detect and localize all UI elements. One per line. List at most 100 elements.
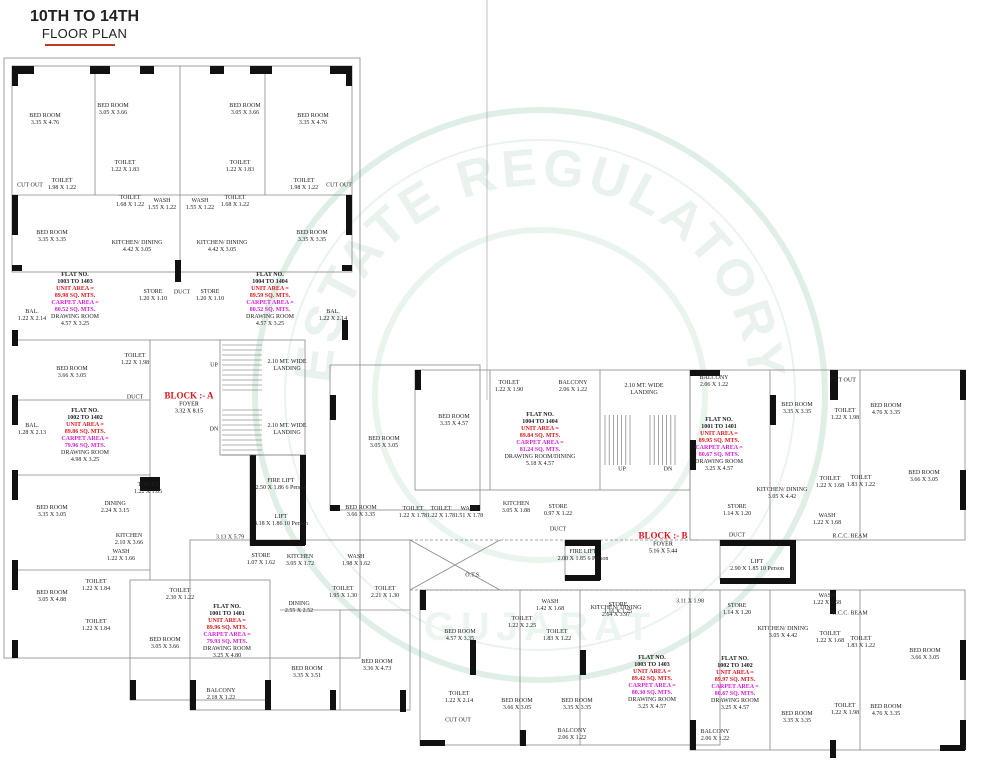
room-size: 1.95 X 1.30 — [328, 593, 358, 599]
room-name: KITCHEN — [115, 533, 143, 539]
room-name: BED ROOM — [870, 704, 902, 710]
room-label: DUCT — [550, 527, 566, 534]
unit-area-value: 89.95 SQ. MTS. — [698, 438, 740, 444]
unit-area-label: UNIT AREA = — [716, 670, 754, 676]
flat-number-label: FLAT NO. — [526, 412, 554, 418]
flat-number-label: FLAT NO. — [256, 272, 284, 278]
room-size: 1.22 X 1.68 — [812, 600, 842, 606]
room-size: 3.35 X 3.35 — [782, 718, 812, 724]
room-name: R.C.C. BEAM — [832, 533, 868, 540]
room-name: TOILET — [511, 616, 533, 622]
room-label: DUCT — [729, 533, 745, 540]
flat-number-range: 1001 TO 1401 — [701, 424, 737, 430]
room-name: TOILET — [114, 160, 136, 166]
room-name: BED ROOM — [149, 637, 181, 643]
flat-number-label: FLAT NO. — [705, 417, 733, 423]
room-name: BALCONY — [700, 729, 730, 735]
room-size: 1.83 X 1.22 — [846, 643, 876, 649]
flat-number-range: 1002 TO 1402 — [717, 663, 753, 669]
room-name: TOILET — [448, 691, 470, 697]
room-size: 2.10 X 3.66 — [114, 540, 144, 546]
room-name: R.C.C. BEAM — [832, 610, 868, 617]
drawing-room-label: DRAWING ROOM — [710, 698, 760, 704]
room-size: 3.05 X 3.66 — [150, 644, 180, 650]
landing-name: LANDING — [273, 366, 301, 372]
room-label: DUCT — [127, 395, 143, 402]
room-name: CUT OUT — [445, 717, 471, 724]
room-name: DINING — [288, 601, 310, 607]
carpet-area-value: 80.52 SQ. MTS. — [54, 307, 96, 313]
landing-width: 2.10 MT. WIDE — [624, 383, 664, 389]
flat-number-label: FLAT NO. — [61, 272, 89, 278]
room-name: BED ROOM — [297, 113, 329, 119]
stair-direction: UP — [618, 467, 626, 474]
room-name: WASH — [153, 198, 171, 204]
room-name: BALCONY — [558, 380, 588, 386]
floor-plan-title: 10TH TO 14TH FLOOR PLAN — [30, 8, 139, 42]
room-name: CUT OUT — [326, 182, 352, 189]
room-name: BED ROOM — [361, 659, 393, 665]
room-size: 4.42 X 3.05 — [122, 247, 152, 253]
unit-area-value: 89.42 SQ. MTS. — [631, 676, 673, 682]
carpet-area-value: 80.52 SQ. MTS. — [249, 307, 291, 313]
flat-number-label: FLAT NO. — [721, 656, 749, 662]
stair-direction: DN — [210, 427, 219, 434]
block-name: BLOCK :- B — [638, 530, 688, 541]
room-size: 1.22 X 2.25 — [507, 623, 537, 629]
room-size: 2.00 X 1.85 6 Person — [557, 556, 609, 562]
room-name: BED ROOM — [36, 230, 68, 236]
room-name: TOILET — [850, 636, 872, 642]
room-name: BED ROOM — [229, 103, 261, 109]
room-size: 2.24 X 3.15 — [100, 508, 130, 514]
unit-area-value: 89.59 SQ. MTS. — [249, 293, 291, 299]
block-name: BLOCK :- A — [164, 390, 214, 401]
room-name: DUCT — [126, 394, 144, 401]
room-size: 1.16 X 1.75 — [603, 609, 633, 615]
unit-area-label: UNIT AREA = — [700, 431, 738, 437]
room-size: 3.66 X 3.35 — [346, 512, 376, 518]
flat-number-label: FLAT NO. — [213, 604, 241, 610]
room-name: BED ROOM — [438, 414, 470, 420]
room-name: O.T.S. — [465, 572, 481, 579]
unit-area-value: 89.96 SQ. MTS. — [206, 625, 248, 631]
room-size: 1.55 X 1.22 — [147, 205, 177, 211]
room-name: TOILET — [546, 629, 568, 635]
stair-direction-text: UP — [618, 466, 626, 473]
room-size: 1.55 X 1.22 — [185, 205, 215, 211]
room-size: 3.66 X 3.05 — [502, 705, 532, 711]
room-name: TOILET — [119, 195, 141, 201]
room-size: 4.76 X 3.35 — [871, 410, 901, 416]
drawing-room-size: 4.57 X 3.25 — [255, 321, 285, 327]
room-size: 4.76 X 3.35 — [871, 711, 901, 717]
room-size: 1.22 X 1.83 — [225, 167, 255, 173]
unit-area-label: UNIT AREA = — [251, 286, 289, 292]
room-size: 2.06 X 1.22 — [557, 735, 587, 741]
drawing-room-size: 3.25 X 4.80 — [212, 653, 242, 659]
unit-area-label: UNIT AREA = — [56, 286, 94, 292]
carpet-area-value: 79.93 SQ. MTS. — [206, 639, 248, 645]
